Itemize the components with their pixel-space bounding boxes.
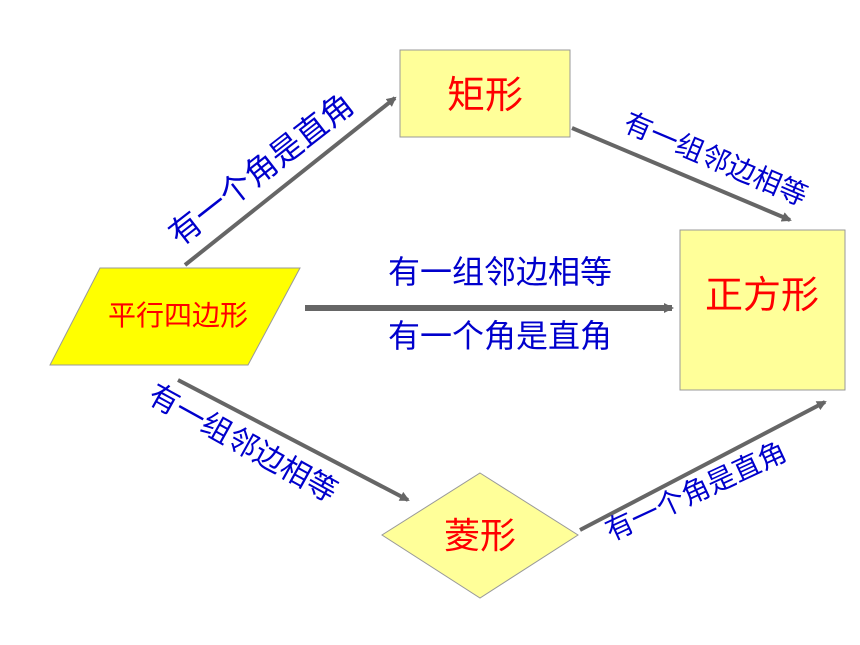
parallelogram-label: 平行四边形 xyxy=(108,299,248,332)
arrow-rect-to-square xyxy=(571,126,792,222)
arrow-para-to-rect xyxy=(183,96,397,267)
arrow-para-to-rhombus xyxy=(177,378,410,502)
rhombus-node xyxy=(381,472,579,599)
square-node xyxy=(679,229,846,391)
label-rhombus-to-square: 有一个角是直角 xyxy=(600,435,792,548)
label-para-to-square-top: 有一组邻边相等 xyxy=(388,253,612,291)
label-para-to-square-bottom: 有一个角是直角 xyxy=(388,317,612,355)
rhombus-label: 菱形 xyxy=(444,516,516,557)
arrow-rhombus-to-square xyxy=(579,400,827,532)
parallelogram-node xyxy=(49,267,301,366)
rectangle-label: 矩形 xyxy=(447,73,523,117)
square-label: 正方形 xyxy=(705,273,819,317)
label-para-to-rhombus: 有一组邻边相等 xyxy=(142,377,343,509)
rectangle-node xyxy=(399,49,571,138)
label-para-to-rect: 有一个角是直角 xyxy=(161,85,361,253)
